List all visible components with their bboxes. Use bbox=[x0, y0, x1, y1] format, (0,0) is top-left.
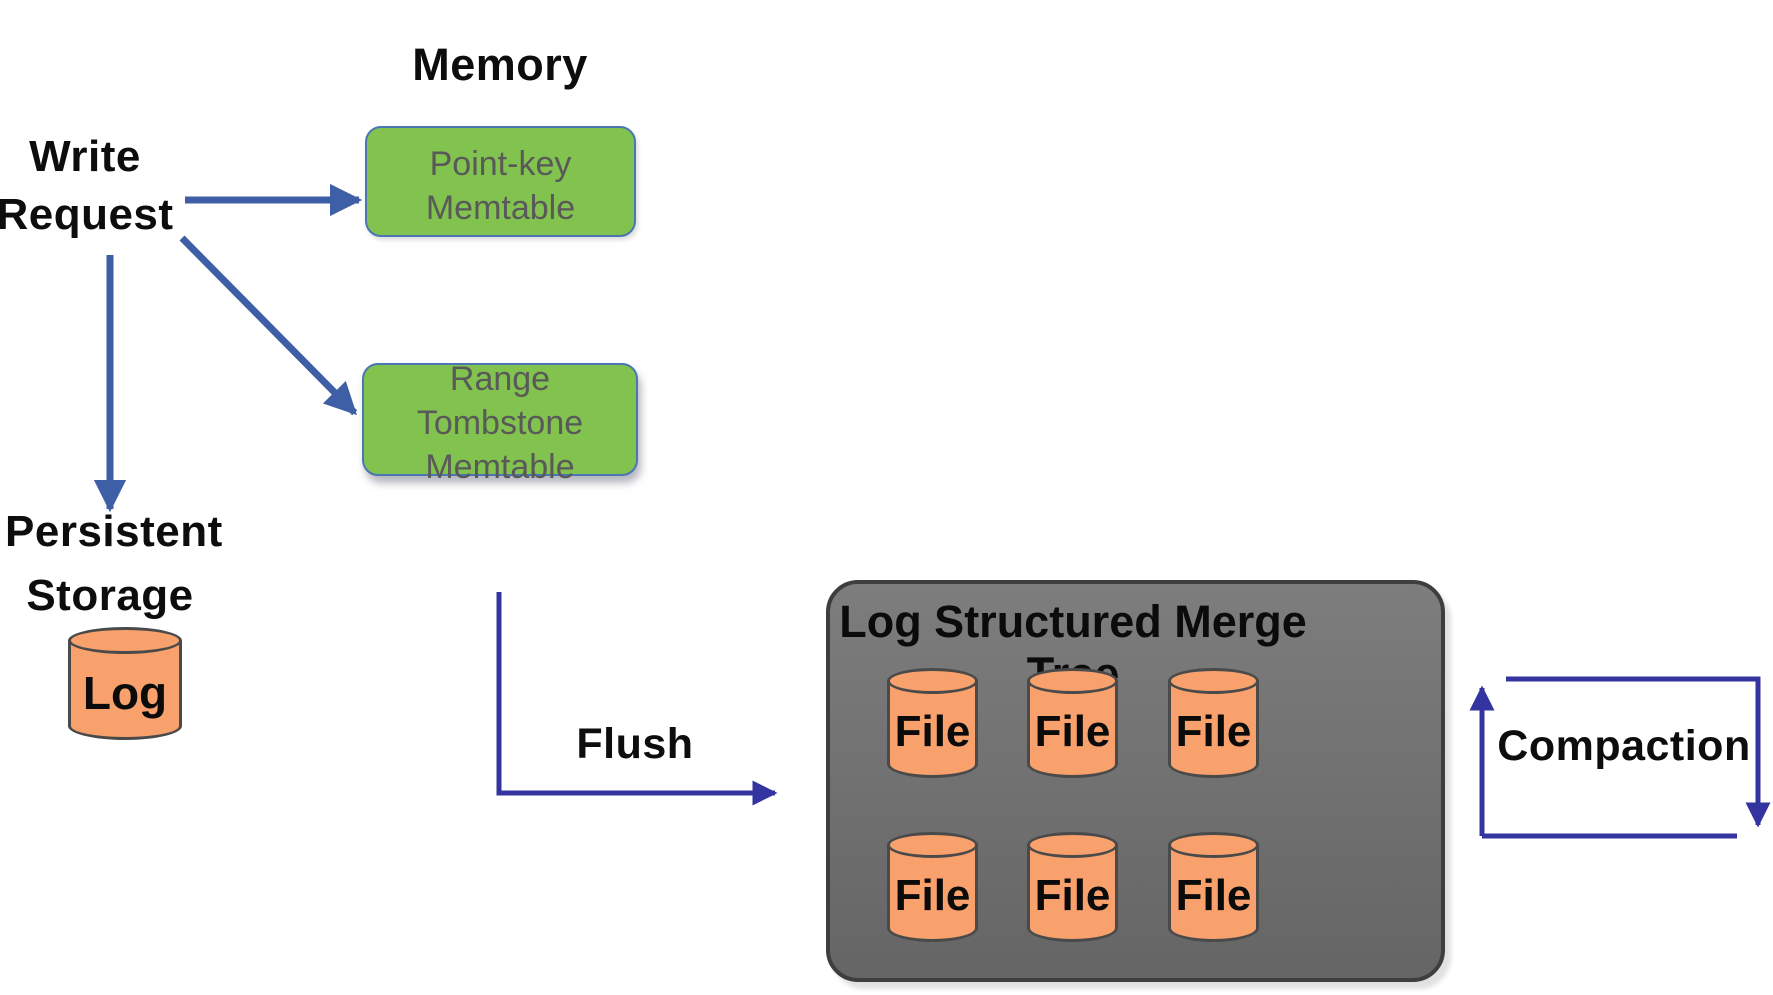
file-cylinder-body bbox=[887, 845, 978, 942]
write-request-label: Write Request bbox=[0, 128, 175, 244]
file-cylinder-body bbox=[1168, 681, 1259, 778]
flush-label: Flush bbox=[576, 720, 694, 768]
write-request-line2: Request bbox=[0, 190, 174, 239]
range-tombstone-memtable-line2: Memtable bbox=[425, 447, 575, 486]
point-key-memtable-line2: Memtable bbox=[425, 188, 576, 227]
range-tombstone-memtable-box: Range Tombstone Memtable bbox=[362, 360, 638, 486]
persistent-storage-line1: Persistent bbox=[5, 507, 223, 556]
file-cylinder: File bbox=[887, 668, 978, 778]
file-cylinder-label: File bbox=[1175, 871, 1252, 920]
write-request-line1: Write bbox=[29, 132, 141, 181]
file-cylinder-label: File bbox=[1175, 707, 1252, 756]
point-key-memtable-line1: Point-key bbox=[429, 144, 572, 183]
log-cylinder-body bbox=[68, 640, 182, 740]
file-cylinder-label: File bbox=[1034, 871, 1111, 920]
file-cylinder-top bbox=[1027, 668, 1118, 694]
point-key-memtable-box: Point-key Memtable bbox=[365, 126, 636, 237]
file-cylinder: File bbox=[887, 832, 978, 942]
log-cylinder-top bbox=[68, 627, 182, 654]
file-cylinder-body bbox=[887, 681, 978, 778]
file-cylinder-top bbox=[1027, 832, 1118, 858]
file-cylinder-top bbox=[887, 668, 978, 694]
memory-section-label: Memory bbox=[412, 39, 588, 90]
file-cylinder-body bbox=[1168, 845, 1259, 942]
file-cylinder-top bbox=[887, 832, 978, 858]
file-cylinder-label: File bbox=[1034, 707, 1111, 756]
file-cylinder-top bbox=[1168, 832, 1259, 858]
log-cylinder: Log bbox=[68, 627, 182, 740]
file-cylinder: File bbox=[1027, 668, 1118, 778]
file-cylinder-label: File bbox=[894, 871, 971, 920]
file-cylinder-body bbox=[1027, 845, 1118, 942]
file-cylinder-top bbox=[1168, 668, 1259, 694]
persistent-storage-label: Persistent Storage bbox=[5, 500, 223, 628]
file-cylinder: File bbox=[1168, 668, 1259, 778]
compaction-label: Compaction bbox=[1497, 722, 1751, 770]
file-cylinder: File bbox=[1027, 832, 1118, 942]
arrow-write-to-range-tombstone-memtable bbox=[179, 235, 358, 416]
persistent-storage-line2: Storage bbox=[26, 571, 194, 620]
file-cylinder-body bbox=[1027, 681, 1118, 778]
log-cylinder-label: Log bbox=[82, 666, 168, 719]
range-tombstone-memtable-line1: Range Tombstone bbox=[416, 359, 584, 442]
file-cylinder: File bbox=[1168, 832, 1259, 942]
file-cylinder-label: File bbox=[894, 707, 971, 756]
